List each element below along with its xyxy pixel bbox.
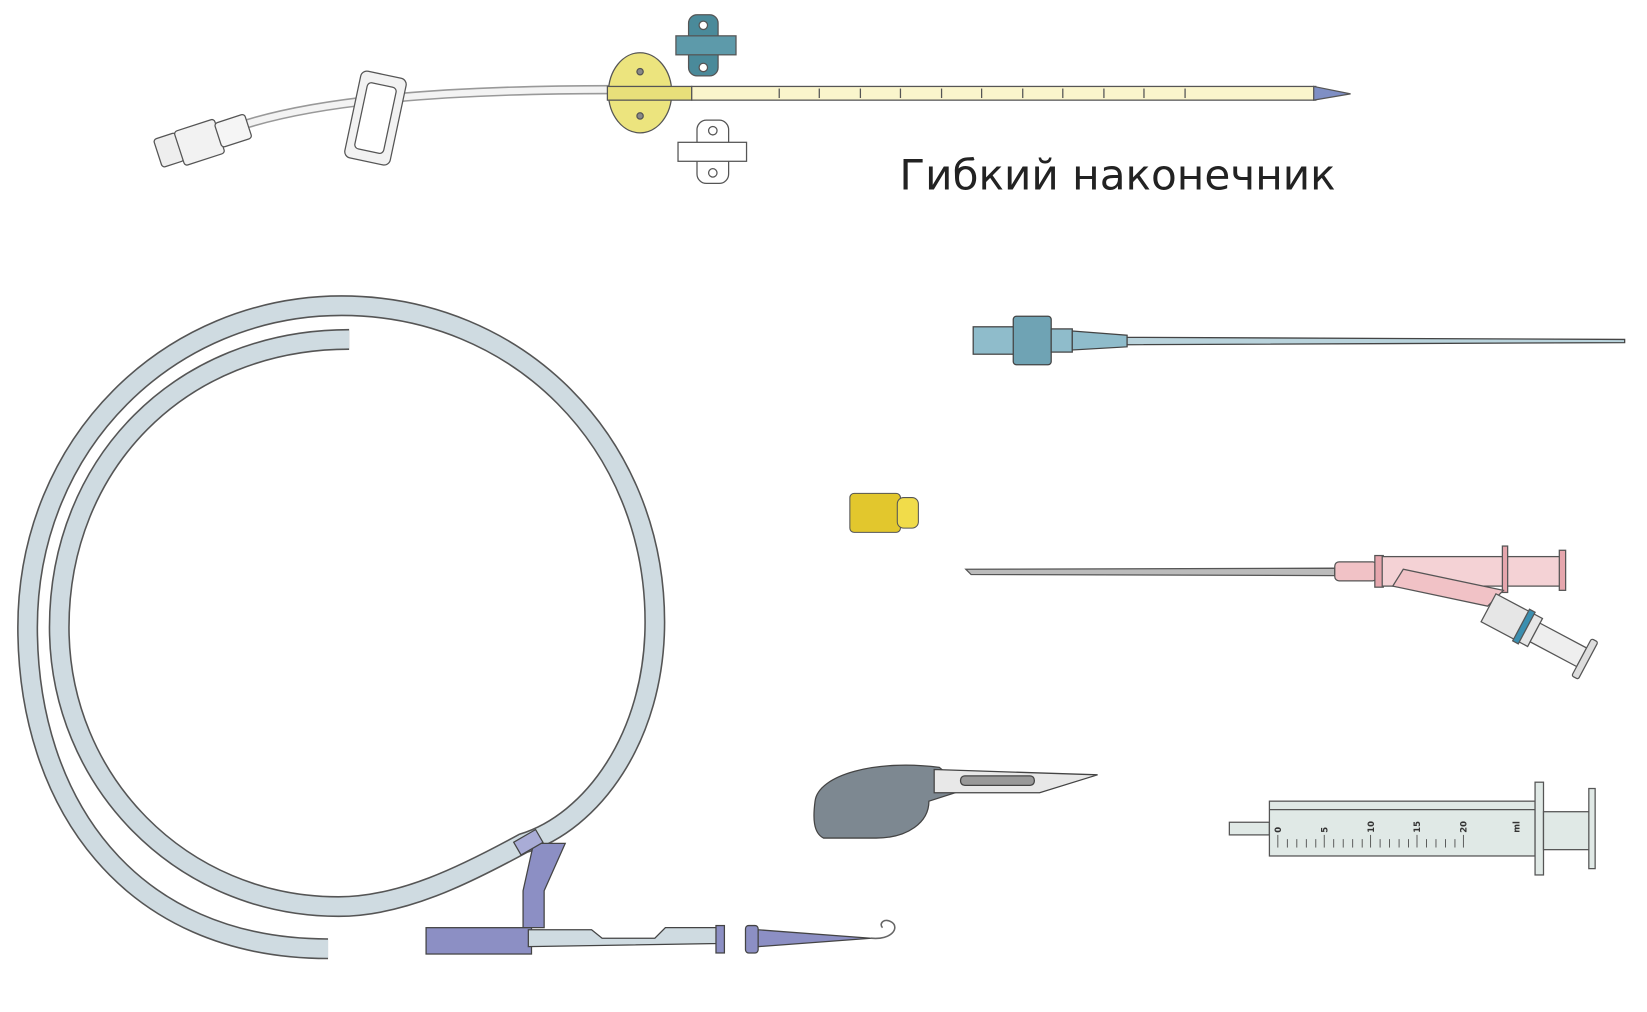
fixation-clip-teal [675,14,737,77]
depth-markings [778,88,1186,99]
slide-clamp [344,70,407,166]
guidewire-in-dispenser [17,295,896,960]
scale-label-0: 0 [1273,827,1283,833]
scale-label-15: 15 [1412,821,1422,833]
flexible-tip [1313,85,1351,101]
scale-unit: ml [1511,821,1521,833]
introducer-needle [972,315,1626,366]
scale-label-20: 20 [1459,821,1469,833]
central-venous-catheter [153,14,1351,185]
scale-label-10: 10 [1366,821,1376,833]
catheter-shaft [691,85,1317,101]
guidewire-advancer [425,828,896,955]
injection-cap [849,492,919,533]
luer-connector [153,113,252,168]
scalpel [813,764,1098,839]
flexible-tip-caption: Гибкий наконечник [899,151,1335,200]
y-introducer-needle [964,545,1598,680]
fixation-clip-white [677,119,748,185]
scale-label-5: 5 [1319,827,1329,833]
syringe: 0 5 10 15 20 ml [1228,781,1596,876]
